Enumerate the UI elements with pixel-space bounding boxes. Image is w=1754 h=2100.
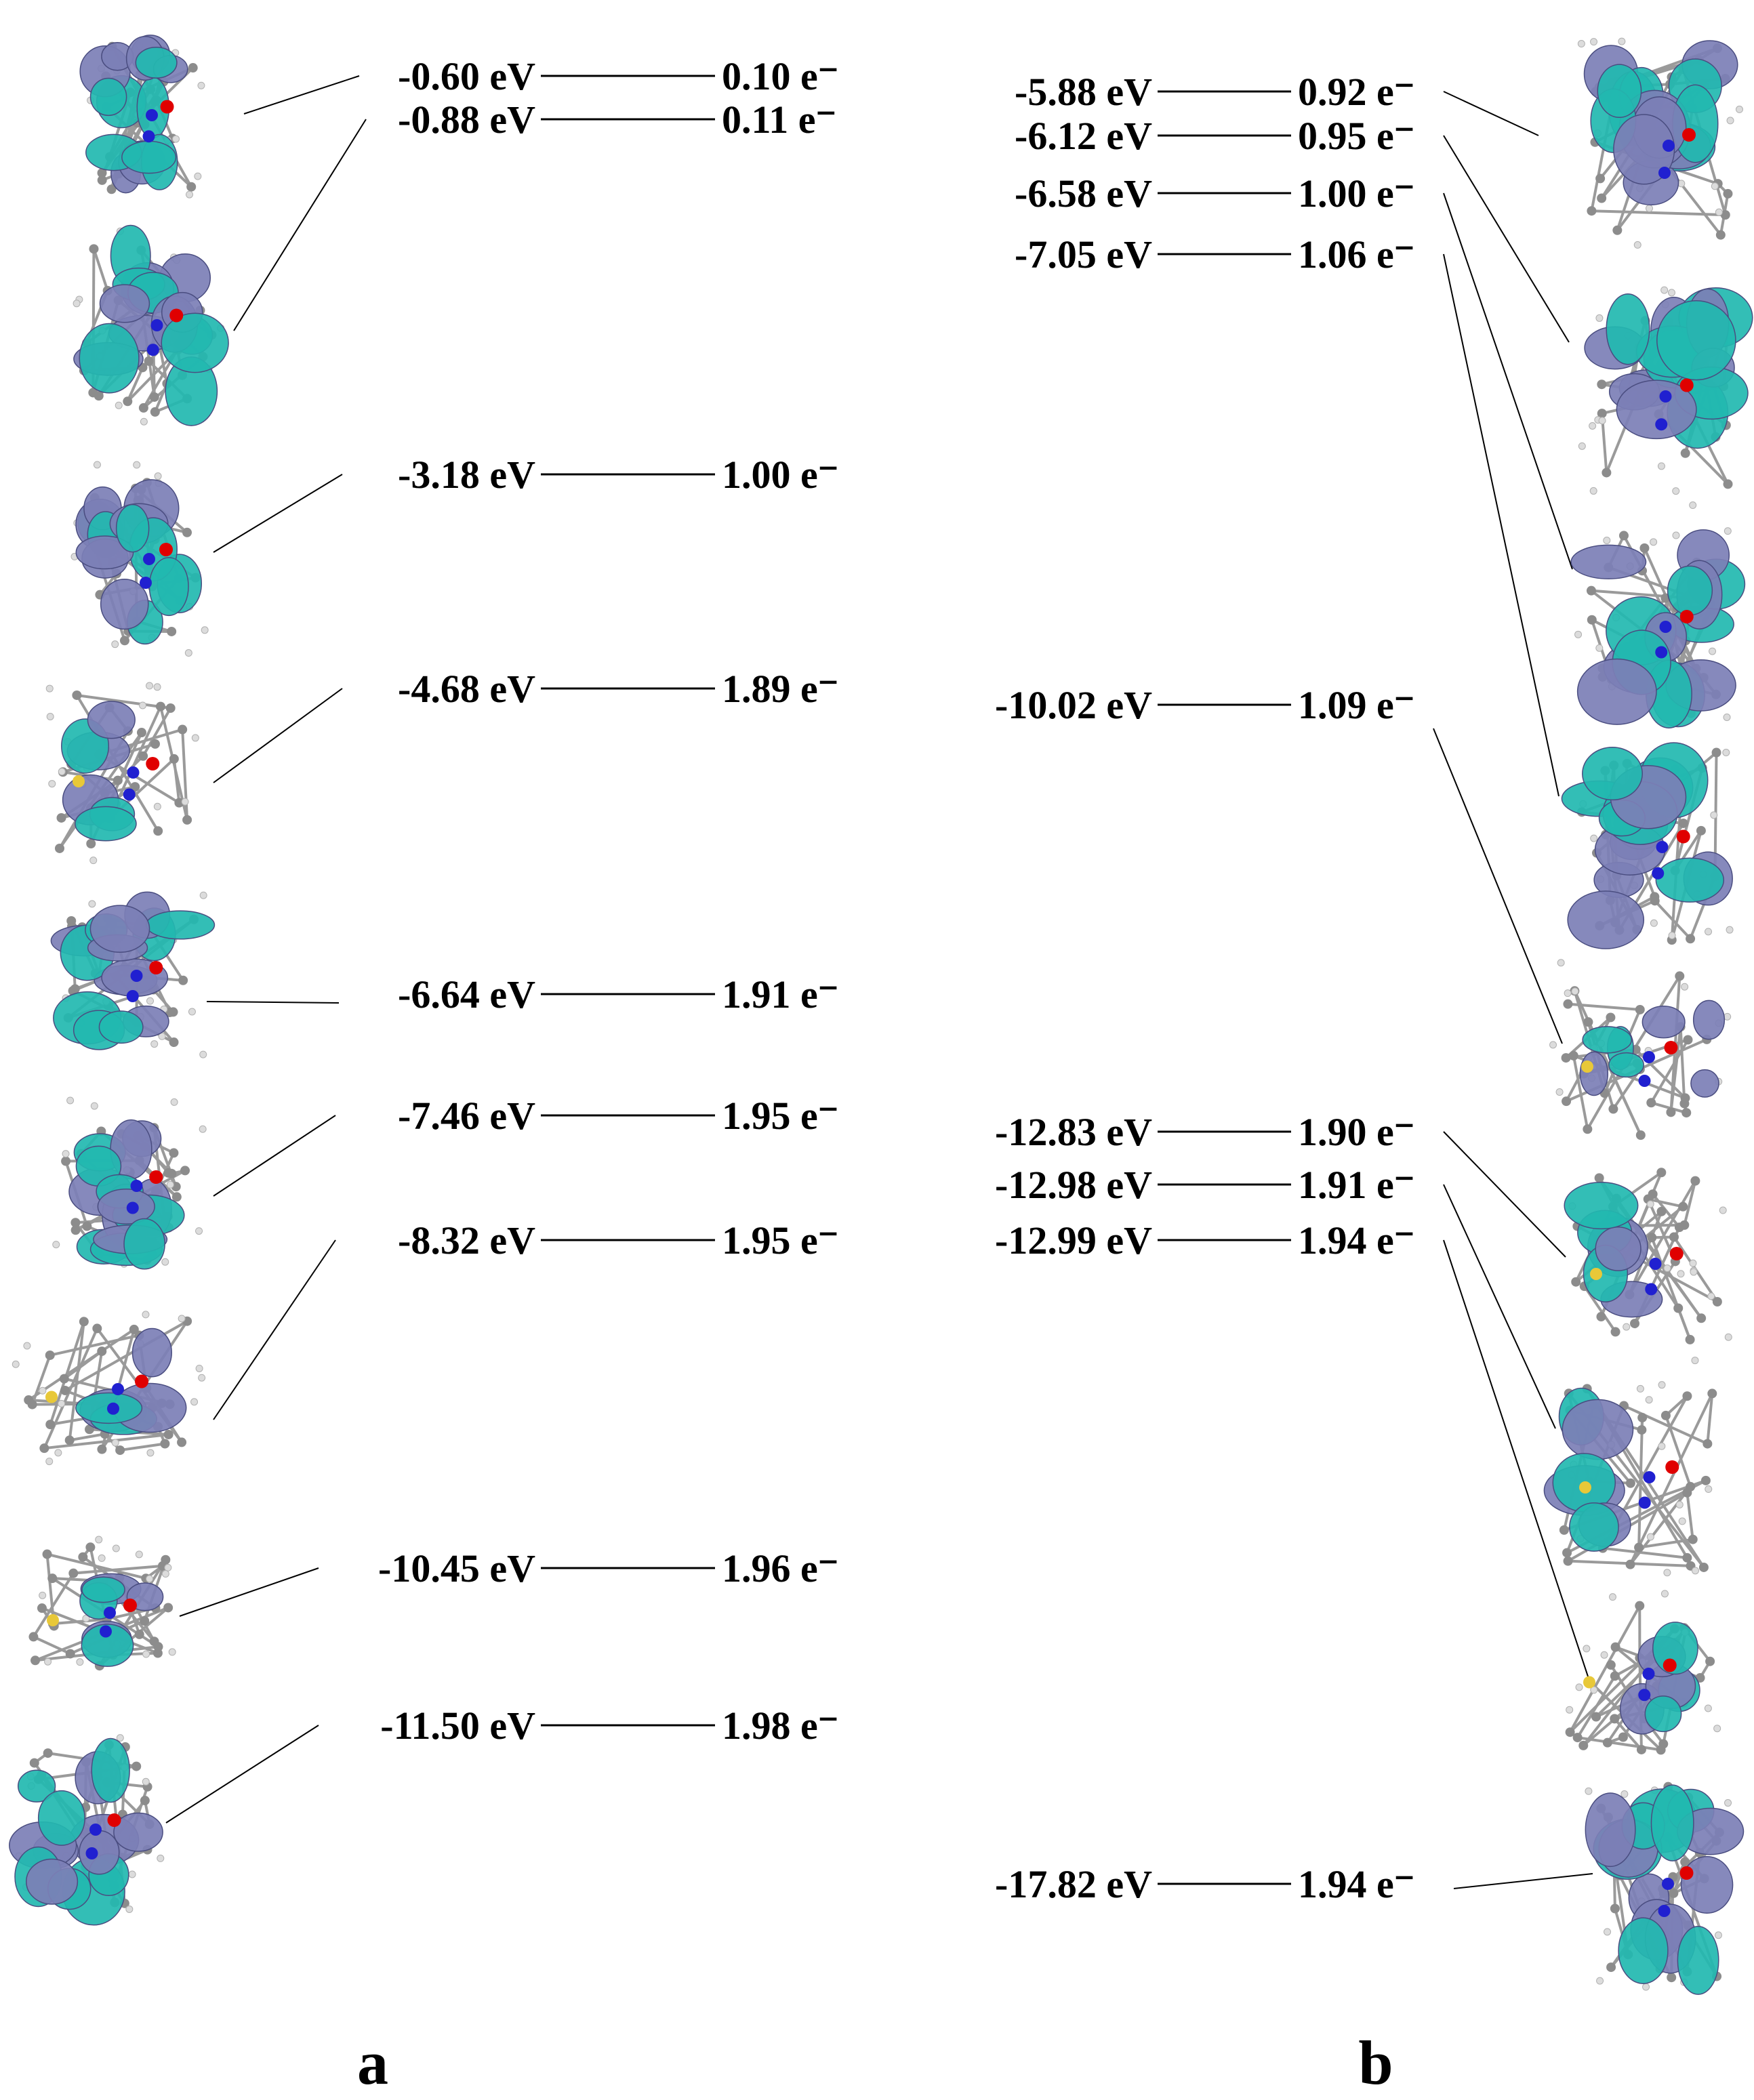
orbital-level: -12.98 eV 1.91 e⁻ bbox=[995, 1163, 1414, 1207]
orbital-occupancy-label: 1.00 e⁻ bbox=[722, 453, 838, 497]
orbital-connector-line bbox=[1443, 135, 1570, 343]
orbital-isosurface-image bbox=[1565, 1590, 1721, 1755]
orbital-connector-line bbox=[1443, 253, 1559, 797]
orbital-connector-line bbox=[1443, 1239, 1590, 1681]
orbital-occupancy-label: 1.95 e⁻ bbox=[722, 1218, 838, 1262]
orbital-energy-label: -7.46 eV bbox=[398, 1094, 535, 1138]
orbital-level: -0.60 eV 0.10 e⁻ bbox=[398, 54, 838, 98]
orbital-level: -12.83 eV 1.90 e⁻ bbox=[995, 1110, 1414, 1154]
orbital-isosurface-image bbox=[79, 35, 205, 199]
orbital-level: -10.45 eV 1.96 e⁻ bbox=[378, 1546, 838, 1590]
orbital-connector-line bbox=[1443, 192, 1573, 570]
orbital-isosurface-image bbox=[1549, 959, 1732, 1140]
orbital-energy-label: -7.05 eV bbox=[1015, 232, 1152, 276]
orbital-isosurface-image bbox=[50, 891, 216, 1058]
orbital-level: -11.50 eV 1.98 e⁻ bbox=[380, 1704, 838, 1748]
orbital-level: -6.64 eV 1.91 e⁻ bbox=[398, 972, 838, 1016]
orbital-occupancy-label: 0.92 e⁻ bbox=[1298, 70, 1414, 114]
orbital-connector-line bbox=[213, 474, 343, 553]
orbital-level: -5.88 eV 0.92 e⁻ bbox=[1015, 70, 1414, 114]
orbital-energy-label: -3.18 eV bbox=[398, 453, 535, 497]
orbital-connector-line bbox=[179, 1567, 319, 1617]
orbital-isosurface-image bbox=[1577, 37, 1743, 249]
orbital-energy-label: -4.68 eV bbox=[398, 667, 535, 711]
orbital-energy-label: -6.12 eV bbox=[1015, 114, 1152, 158]
orbital-connector-line bbox=[213, 1239, 336, 1420]
orbital-occupancy-label: 0.11 e⁻ bbox=[722, 98, 836, 142]
orbital-isosurface-image bbox=[45, 682, 199, 865]
orbital-level: -7.46 eV 1.95 e⁻ bbox=[398, 1094, 838, 1138]
orbital-isosurface-image bbox=[28, 1536, 176, 1671]
orbital-isosurface-image bbox=[1570, 527, 1746, 728]
orbital-energy-label: -0.60 eV bbox=[398, 54, 535, 98]
orbital-level: -0.88 eV 0.11 e⁻ bbox=[398, 98, 836, 142]
orbital-energy-label: -17.82 eV bbox=[995, 1862, 1152, 1906]
orbital-occupancy-label: 1.94 e⁻ bbox=[1298, 1862, 1414, 1906]
orbital-energy-label: -6.64 eV bbox=[398, 972, 535, 1016]
orbital-energy-label: -6.58 eV bbox=[1015, 171, 1152, 215]
orbital-isosurface-image bbox=[1578, 286, 1753, 510]
orbital-level: -10.02 eV 1.09 e⁻ bbox=[995, 683, 1414, 727]
orbital-level: -4.68 eV 1.89 e⁻ bbox=[398, 667, 838, 711]
orbital-occupancy-label: 1.91 e⁻ bbox=[722, 972, 838, 1016]
orbital-level: -12.99 eV 1.94 e⁻ bbox=[995, 1218, 1414, 1262]
orbital-isosurface-image bbox=[52, 1096, 207, 1270]
orbital-connector-line bbox=[206, 1001, 340, 1004]
orbital-connector-line bbox=[1443, 91, 1539, 136]
orbital-connector-line bbox=[1443, 1131, 1566, 1258]
orbital-energy-label: -5.88 eV bbox=[1015, 70, 1152, 114]
orbital-isosurface-image bbox=[12, 1311, 206, 1466]
orbital-level: -7.05 eV 1.06 e⁻ bbox=[1015, 232, 1414, 276]
orbital-energy-label: -0.88 eV bbox=[398, 98, 535, 142]
orbital-occupancy-label: 0.95 e⁻ bbox=[1298, 114, 1414, 158]
orbital-connector-line bbox=[1443, 1184, 1556, 1429]
orbital-isosurface-image bbox=[1564, 1168, 1732, 1365]
orbital-connector-line bbox=[233, 119, 367, 331]
orbital-energy-label: -12.83 eV bbox=[995, 1110, 1152, 1154]
orbital-level: -17.82 eV 1.94 e⁻ bbox=[995, 1862, 1414, 1906]
orbital-connector-line bbox=[213, 1115, 336, 1197]
panel-label: a bbox=[357, 2028, 388, 2097]
orbital-occupancy-label: 1.06 e⁻ bbox=[1298, 232, 1414, 276]
orbital-connector-line bbox=[165, 1725, 319, 1824]
orbital-energy-label: -10.02 eV bbox=[995, 683, 1152, 727]
orbital-occupancy-label: 1.95 e⁻ bbox=[722, 1094, 838, 1138]
orbital-energy-label: -11.50 eV bbox=[380, 1704, 535, 1748]
orbital-occupancy-label: 1.91 e⁻ bbox=[1298, 1163, 1414, 1207]
orbital-connector-line bbox=[243, 75, 360, 115]
orbital-energy-label: -10.45 eV bbox=[378, 1546, 535, 1590]
orbital-level: -3.18 eV 1.00 e⁻ bbox=[398, 453, 838, 497]
orbital-isosurface-image bbox=[1543, 1381, 1717, 1577]
orbital-occupancy-label: 0.10 e⁻ bbox=[722, 54, 838, 98]
orbital-energy-label: -12.98 eV bbox=[995, 1163, 1152, 1207]
orbital-isosurface-image bbox=[9, 1734, 165, 1926]
orbital-connector-line bbox=[1433, 728, 1563, 1044]
orbital-connector-line bbox=[213, 688, 343, 783]
orbital-occupancy-label: 1.90 e⁻ bbox=[1298, 1110, 1414, 1154]
orbital-isosurface-image bbox=[70, 461, 209, 657]
orbital-connector-line bbox=[1453, 1873, 1593, 1889]
panel-label: b bbox=[1358, 2028, 1393, 2097]
orbital-level: -6.58 eV 1.00 e⁻ bbox=[1015, 171, 1414, 215]
orbital-level: -8.32 eV 1.95 e⁻ bbox=[398, 1218, 838, 1262]
orbital-occupancy-label: 1.94 e⁻ bbox=[1298, 1218, 1414, 1262]
orbital-occupancy-label: 1.09 e⁻ bbox=[1298, 683, 1414, 727]
orbital-isosurface-image bbox=[1585, 1782, 1745, 1995]
orbital-energy-label: -12.99 eV bbox=[995, 1218, 1152, 1262]
orbital-isosurface-image bbox=[73, 224, 229, 426]
orbital-occupancy-label: 1.96 e⁻ bbox=[722, 1546, 838, 1590]
orbital-occupancy-label: 1.89 e⁻ bbox=[722, 667, 838, 711]
orbital-occupancy-label: 1.98 e⁻ bbox=[722, 1704, 838, 1748]
orbital-occupancy-label: 1.00 e⁻ bbox=[1298, 171, 1414, 215]
orbital-isosurface-image bbox=[1561, 742, 1734, 949]
orbital-level: -6.12 eV 0.95 e⁻ bbox=[1015, 114, 1414, 158]
orbital-energy-label: -8.32 eV bbox=[398, 1218, 535, 1262]
